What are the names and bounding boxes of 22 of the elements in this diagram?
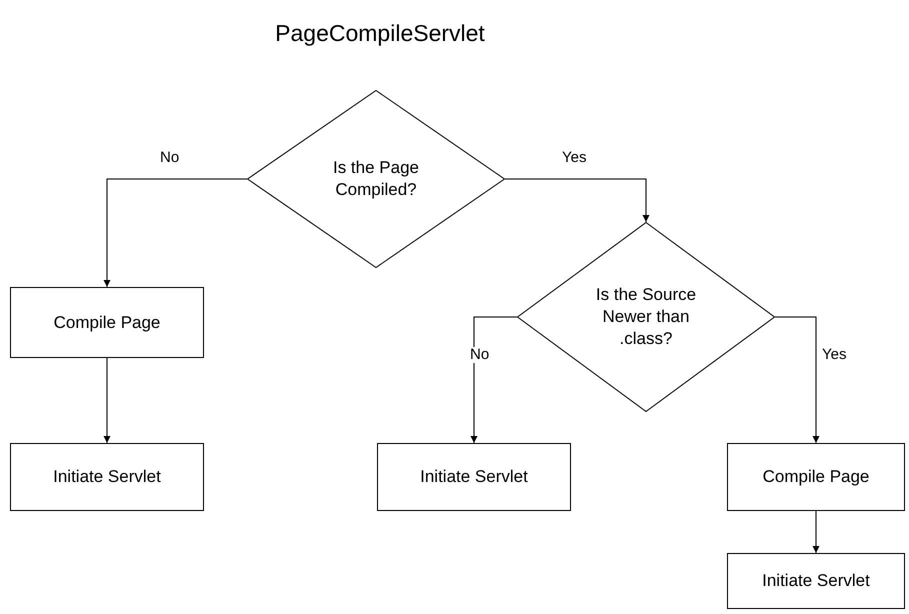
arrow: [504, 178, 650, 222]
arrow: [774, 316, 820, 444]
process-box: [727, 553, 905, 609]
process-box: [727, 443, 905, 511]
node-text: Initiate Servlet: [53, 467, 161, 487]
node-text: Compile Page: [762, 467, 870, 487]
arrow: [470, 316, 518, 444]
node-text: Initiate Servlet: [762, 571, 870, 591]
diagram-title: PageCompileServlet: [274, 20, 486, 47]
decision-diamond: [247, 90, 505, 268]
arrow: [104, 178, 248, 288]
process-box: [377, 443, 571, 511]
node-text: Is the Source Newer than .class?: [594, 284, 698, 350]
edge-label: No: [468, 347, 492, 363]
node-text: Is the Page Compiled?: [332, 157, 420, 201]
process-box: [10, 443, 204, 511]
node-text: Compile Page: [54, 312, 160, 332]
process-box: [10, 287, 204, 358]
arrow: [104, 358, 110, 444]
decision-diamond: [517, 222, 775, 412]
arrow: [812, 510, 820, 554]
node-text: Initiate Servlet: [420, 467, 528, 487]
